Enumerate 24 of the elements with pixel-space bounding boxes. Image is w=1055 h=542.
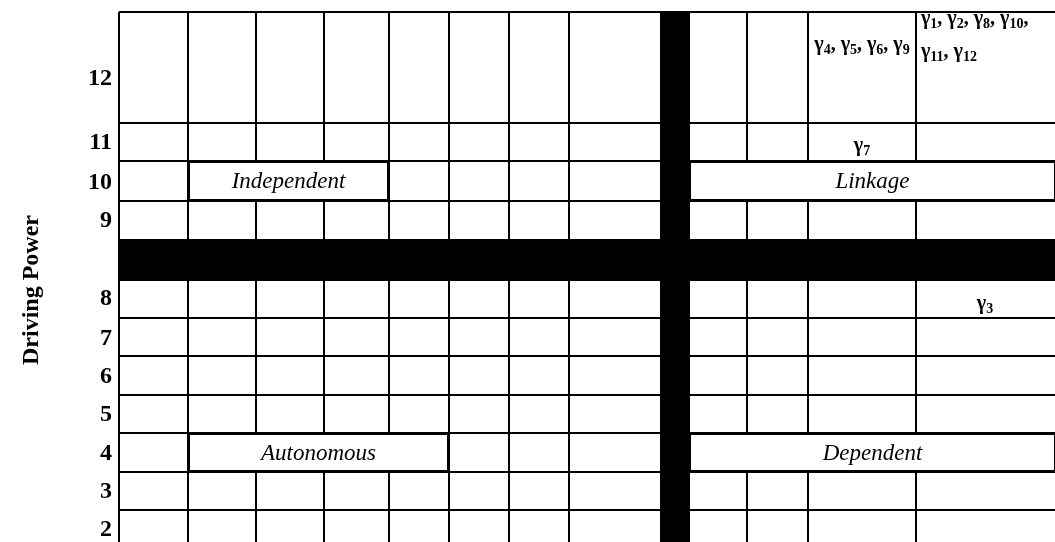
axis-tick-label: 11 xyxy=(88,127,112,155)
variable-label: γ$_{7}$ xyxy=(852,132,872,160)
axis-tick-label: 5 xyxy=(99,399,112,427)
axis-tick-label: 3 xyxy=(99,476,112,504)
quadrant-label: Independent xyxy=(231,168,346,194)
axis-tick-label: 2 xyxy=(99,514,112,542)
quadrant-label-box xyxy=(188,161,389,201)
axis-tick-label: 12 xyxy=(87,63,112,91)
axis-tick-label: 9 xyxy=(99,205,112,233)
quadrant-label-box xyxy=(689,161,1055,201)
variable-label: γ$_{4}$, γ$_{5}$, γ$_{6}$, γ$_{9}$ xyxy=(814,31,910,59)
variable-label: γ$_{1}$, γ$_{2}$, γ$_{8}$, γ$_{10}$, γ$_{11}$, γ$_{12}$ xyxy=(921,5,1030,65)
quadrant-label: Linkage xyxy=(835,168,910,194)
axis-title: Driving Power xyxy=(16,214,44,367)
axis-tick-label: 10 xyxy=(87,167,112,195)
quadrant-label: Dependent xyxy=(822,439,923,466)
axis-tick-label: 6 xyxy=(99,361,112,389)
quadrant-label: Autonomous xyxy=(261,439,376,466)
variable-label: γ$_{3}$ xyxy=(975,290,995,318)
quadrant-label-box xyxy=(689,433,1055,472)
axis-tick-label: 8 xyxy=(99,283,112,311)
axis-tick-label: 7 xyxy=(99,323,112,351)
quadrant-label-box xyxy=(188,433,449,472)
axis-tick-label: 4 xyxy=(99,438,112,466)
